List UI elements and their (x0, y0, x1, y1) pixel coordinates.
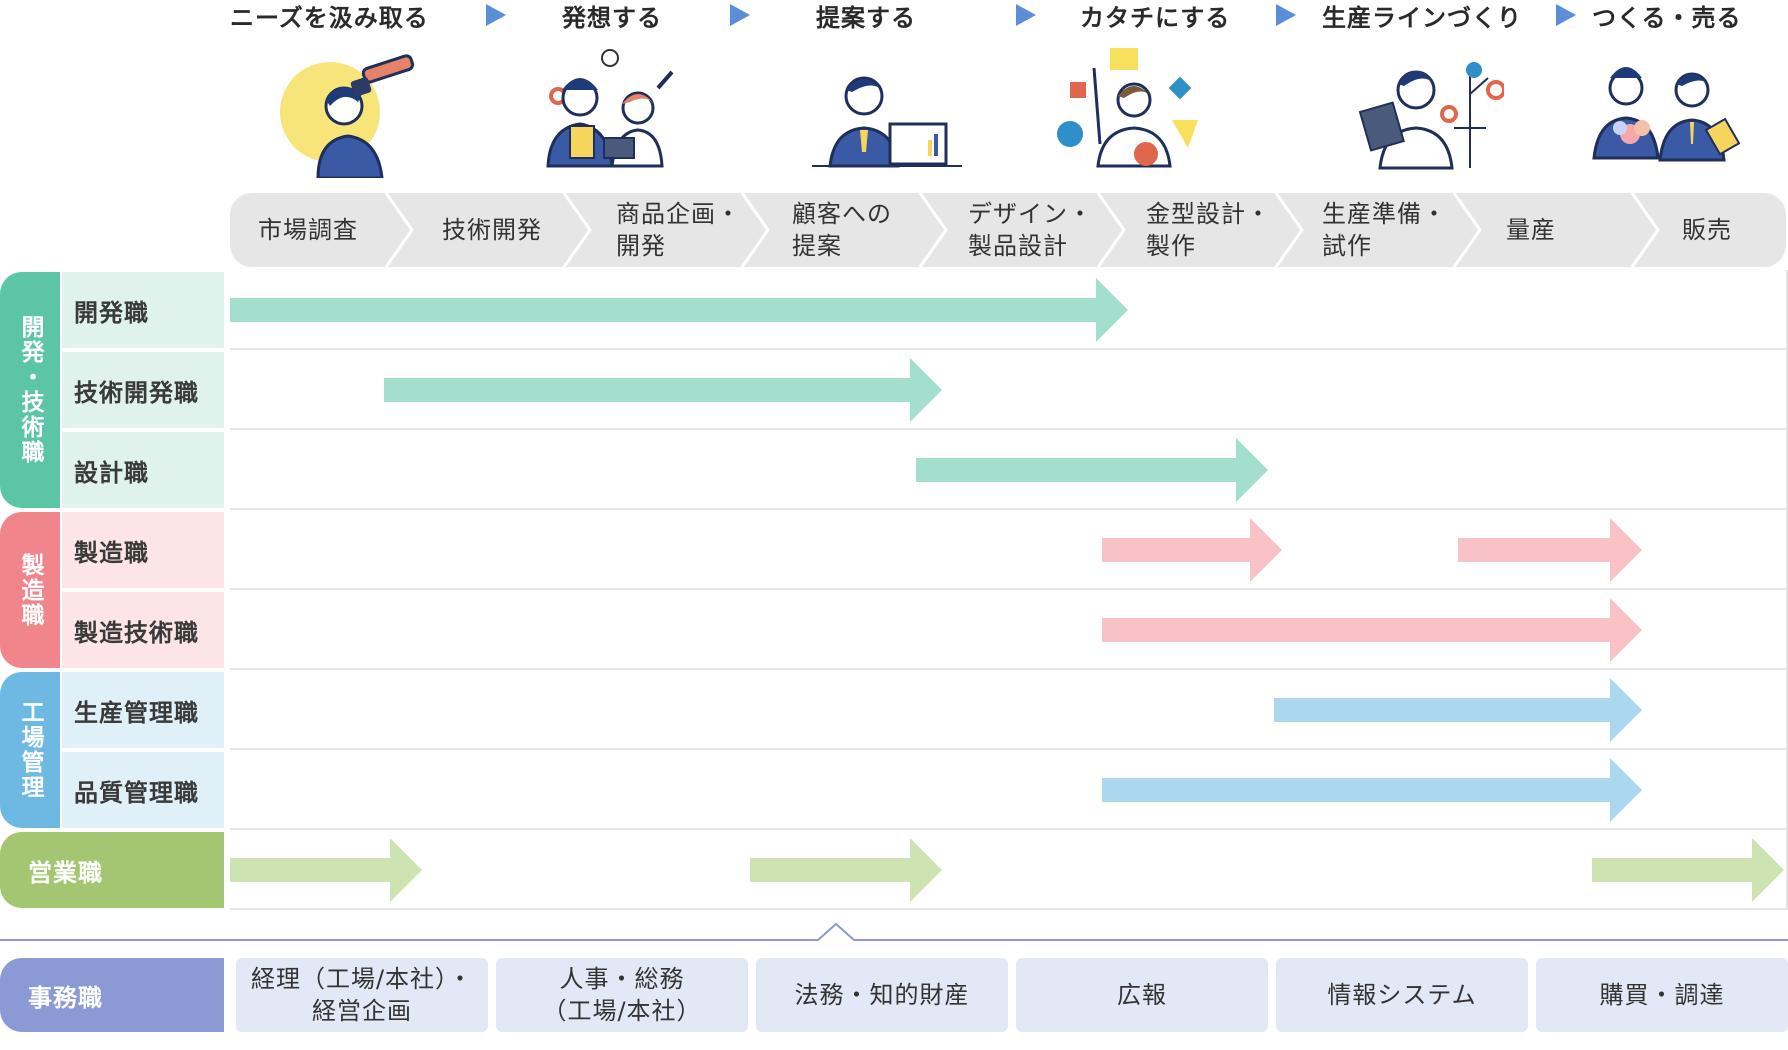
arrow-sales-2 (750, 838, 942, 902)
chevron-separator-icon (1096, 193, 1126, 267)
arrow-quality-control (1102, 758, 1642, 822)
chevron-separator-icon (1630, 193, 1660, 267)
process-steps-bar (230, 193, 1786, 267)
phase-arrow-icon (730, 4, 750, 26)
arrow-tech-development (384, 358, 942, 422)
step-client-proposal: 顧客への提案 (792, 200, 892, 260)
group-dev-tech: 開発・技術職 (0, 272, 60, 508)
grid-line (230, 348, 1788, 350)
arrow-mfg-engineering (1102, 598, 1642, 662)
step-prep-prototype: 生産準備・試作 (1322, 200, 1447, 260)
arrow-production-control (1274, 678, 1642, 742)
role-manufacturing: 製造職 (62, 512, 224, 588)
phase-arrow-icon (1276, 4, 1296, 26)
dept-it: 情報システム (1276, 958, 1528, 1032)
grid-line (230, 668, 1788, 670)
chevron-separator-icon (918, 193, 948, 267)
make-sell-illustration (1592, 67, 1740, 162)
group-plant-management: 工場管理 (0, 672, 60, 828)
step-mass-production: 量産 (1506, 216, 1556, 244)
shaping-person-illustration (1057, 48, 1198, 168)
phase-ideation: 発想する (562, 4, 662, 32)
step-tech-development: 技術開発 (442, 216, 542, 244)
phase-arrow-icon (1556, 4, 1576, 26)
group-manufacturing: 製造職 (0, 512, 60, 668)
dept-pr: 広報 (1016, 958, 1268, 1032)
phase-arrow-icon (1016, 4, 1036, 26)
role-development: 開発職 (62, 272, 224, 348)
ideation-people-illustration (546, 49, 674, 168)
chevron-separator-icon (1452, 193, 1482, 267)
phase-arrow-icon (486, 4, 506, 26)
phase-needs: ニーズを汲み取る (230, 4, 429, 32)
grid-line (230, 588, 1788, 590)
arrow-design (916, 438, 1268, 502)
chevron-separator-icon (384, 193, 414, 267)
step-design: デザイン・製品設計 (968, 200, 1093, 260)
dept-accounting: 経理（工場/本社）・経営企画 (236, 958, 488, 1032)
step-mold-design: 金型設計・製作 (1146, 200, 1271, 260)
arrow-sales-3 (1592, 838, 1784, 902)
group-sales: 営業職 (0, 832, 224, 908)
role-tech-development: 技術開発職 (62, 352, 224, 428)
telescope-person-illustration (280, 54, 415, 178)
phase-shaping: カタチにする (1080, 4, 1231, 32)
step-market-research: 市場調査 (258, 216, 358, 244)
phase-production-line: 生産ラインづくり (1322, 4, 1522, 32)
grid-line (230, 908, 1788, 910)
role-production-control: 生産管理職 (62, 672, 224, 748)
office-divider (0, 922, 1788, 941)
dept-hr-general: 人事・総務（工場/本社） (496, 958, 748, 1032)
step-sales: 販売 (1682, 216, 1732, 244)
chevron-separator-icon (1274, 193, 1304, 267)
group-office: 事務職 (0, 958, 224, 1032)
dept-purchasing: 購買・調達 (1536, 958, 1788, 1032)
arrow-sales-1 (230, 838, 422, 902)
grid-line (1786, 270, 1788, 910)
arrow-manufacturing-1 (1102, 518, 1282, 582)
phase-proposal: 提案する (816, 4, 916, 32)
grid-line (230, 828, 1788, 830)
role-mfg-engineering: 製造技術職 (62, 592, 224, 668)
production-line-illustration (1358, 62, 1504, 170)
dept-legal-ip: 法務・知的財産 (756, 958, 1008, 1032)
chevron-separator-icon (740, 193, 770, 267)
role-quality-control: 品質管理職 (62, 752, 224, 828)
chevron-separator-icon (562, 193, 592, 267)
grid-line (230, 428, 1788, 430)
arrow-development (230, 278, 1128, 342)
grid-line (230, 508, 1788, 510)
step-product-planning: 商品企画・開発 (616, 200, 741, 260)
role-design: 設計職 (62, 432, 224, 508)
proposal-presenter-illustration (812, 76, 962, 168)
phase-make-sell: つくる・売る (1592, 4, 1742, 32)
grid-line (230, 748, 1788, 750)
arrow-manufacturing-2 (1458, 518, 1642, 582)
